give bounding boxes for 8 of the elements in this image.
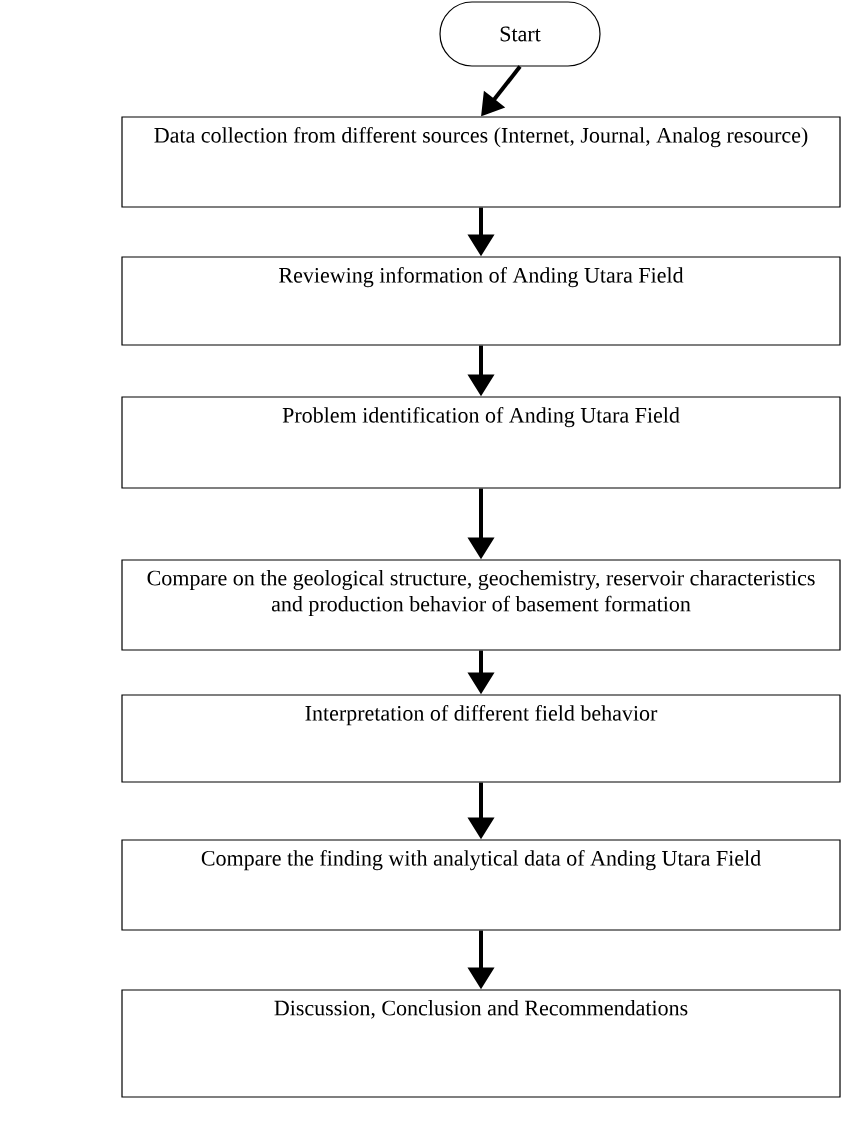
process-box: Problem identification of Anding Utara Field	[121, 396, 841, 489]
process-box: Discussion, Conclusion and Recommendations	[121, 989, 841, 1098]
process-box: Interpretation of different field behavior	[121, 694, 841, 783]
process-box: Data collection from different sources (Internet, Journal, Analog resource)	[121, 116, 841, 208]
process-box: Reviewing information of Anding Utara Field	[121, 256, 841, 346]
start-terminal: Start	[439, 1, 601, 67]
process-box: Compare the finding with analytical data of Anding Utara Field	[121, 839, 841, 931]
process-box: Compare on the geological structure, geochemistry, reservoir characteristics and production behavior of basement formation	[121, 559, 841, 651]
